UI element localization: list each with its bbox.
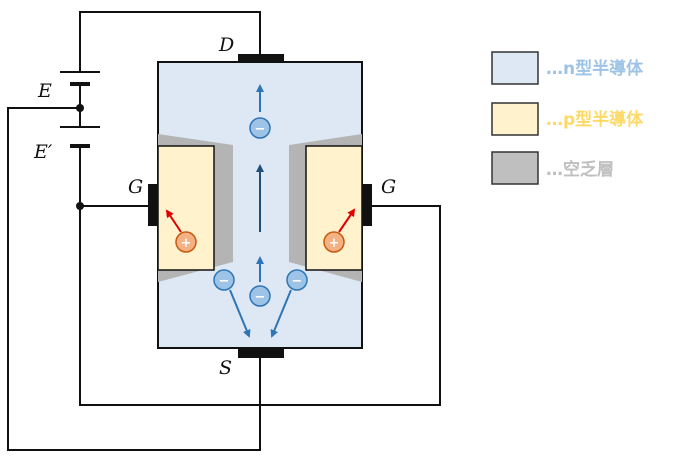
circuit-wires <box>7 11 441 451</box>
electron-right: − <box>286 269 308 291</box>
legend-swatch-p-type <box>491 102 539 136</box>
legend-label-depletion: …空乏層 <box>546 159 614 180</box>
legend: …n型半導体 …p型半導体 …空乏層 <box>491 51 644 185</box>
battery-e-label: E <box>37 80 52 102</box>
electron-top: − <box>249 117 271 139</box>
drain-label: D <box>218 34 234 56</box>
junction-node-gate <box>76 202 84 210</box>
legend-label-n-type: …n型半導体 <box>546 58 644 79</box>
junction-node-top <box>76 104 84 112</box>
drain-electrode <box>238 54 284 63</box>
electron-left: − <box>213 269 235 291</box>
battery-e <box>60 71 100 86</box>
gate-label-left: G <box>128 176 143 198</box>
electron-sign: − <box>292 274 303 289</box>
hole-sign: + <box>181 236 192 251</box>
wire-node-to-right-gate <box>79 205 441 406</box>
arrow-hole-right <box>338 208 356 233</box>
legend-item-p-type: …p型半導体 <box>491 102 644 136</box>
arrow-lower-right <box>270 289 292 338</box>
gate-electrode-left <box>148 184 158 226</box>
source-electrode <box>238 348 284 358</box>
legend-label-p-type: …p型半導体 <box>546 109 644 130</box>
electron-center: − <box>249 285 271 307</box>
arrow-lower-left <box>229 289 251 338</box>
electron-sign: − <box>255 290 266 305</box>
wire-drain-to-battery <box>79 11 261 72</box>
electron-sign: − <box>255 122 266 137</box>
battery-e-prime-label: E′ <box>33 141 53 163</box>
gate-label-right: G <box>381 176 396 198</box>
electron-sign: − <box>219 274 230 289</box>
source-label: S <box>219 357 232 379</box>
legend-swatch-n-type <box>491 51 539 85</box>
wire-node-to-source <box>7 107 261 451</box>
hole-left: + <box>175 231 197 253</box>
legend-swatch-depletion <box>491 151 539 185</box>
electron-flow-arrows <box>229 84 292 338</box>
hole-flow-arrows <box>165 208 356 233</box>
legend-item-n-type: …n型半導体 <box>491 51 644 85</box>
gate-electrode-right <box>362 184 372 226</box>
hole-right: + <box>323 231 345 253</box>
battery-e-prime <box>60 126 100 148</box>
arrow-hole-left <box>165 209 182 233</box>
hole-sign: + <box>329 236 340 251</box>
legend-item-depletion: …空乏層 <box>491 151 614 185</box>
